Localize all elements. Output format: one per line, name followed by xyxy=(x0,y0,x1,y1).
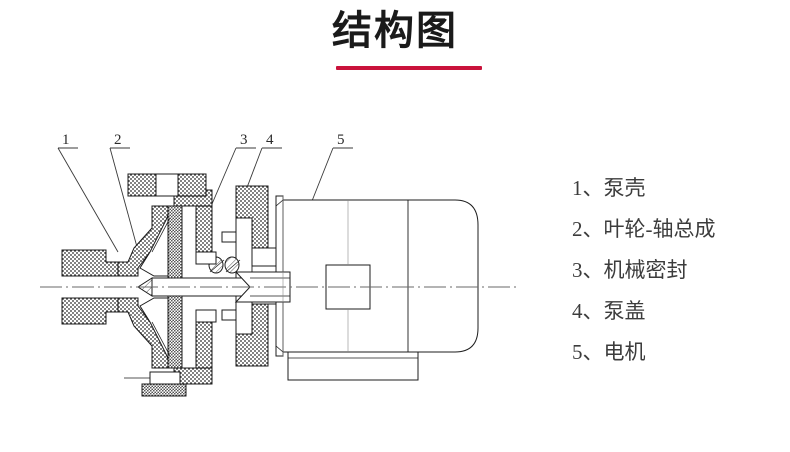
callout-number-3: 3 xyxy=(240,132,248,148)
discharge-flange-right xyxy=(177,173,207,197)
legend-item-2: 2、叶轮-轴总成 xyxy=(572,217,716,241)
motor-base xyxy=(287,351,419,381)
suction-flange-upper xyxy=(61,249,119,277)
construction-lines xyxy=(282,196,349,356)
legend-item-5: 5、电机 xyxy=(572,340,646,364)
callout-number-4: 4 xyxy=(266,132,274,148)
mechanical-seal xyxy=(195,251,241,323)
page-title: 结构图 xyxy=(332,8,458,53)
pump-cover xyxy=(221,185,277,367)
suction-flange-lower xyxy=(61,297,119,325)
legend-list: 1、泵壳 2、叶轮-轴总成 3、机械密封 4、泵盖 5、电机 xyxy=(572,168,772,373)
legend-item-4: 4、泵盖 xyxy=(572,299,646,323)
callout-number-1: 1 xyxy=(62,132,70,148)
seal-seat-lower xyxy=(195,309,217,323)
legend-item-3: 3、机械密封 xyxy=(572,258,688,282)
pump-casing xyxy=(61,173,213,397)
legend-item-1: 1、泵壳 xyxy=(572,176,646,200)
discharge-flange-left xyxy=(127,173,157,197)
motor-assembly xyxy=(275,195,479,381)
callout-number-5: 5 xyxy=(337,132,345,148)
title-block: 结构图 xyxy=(0,8,790,54)
discharge-bore xyxy=(155,173,179,197)
drain-boss xyxy=(141,383,187,397)
motor-body xyxy=(282,199,479,353)
seal-ring-b xyxy=(224,256,240,274)
shaft-taper xyxy=(234,271,291,303)
callout-numbers: 1 2 3 4 5 xyxy=(62,132,345,148)
title-underline xyxy=(336,66,482,70)
seal-housing-upper xyxy=(195,251,217,265)
pump-structure-diagram: 1 2 3 4 5 xyxy=(40,132,520,397)
diagram-canvas: 1 2 3 4 5 xyxy=(40,132,520,397)
callout-number-2: 2 xyxy=(114,132,122,148)
